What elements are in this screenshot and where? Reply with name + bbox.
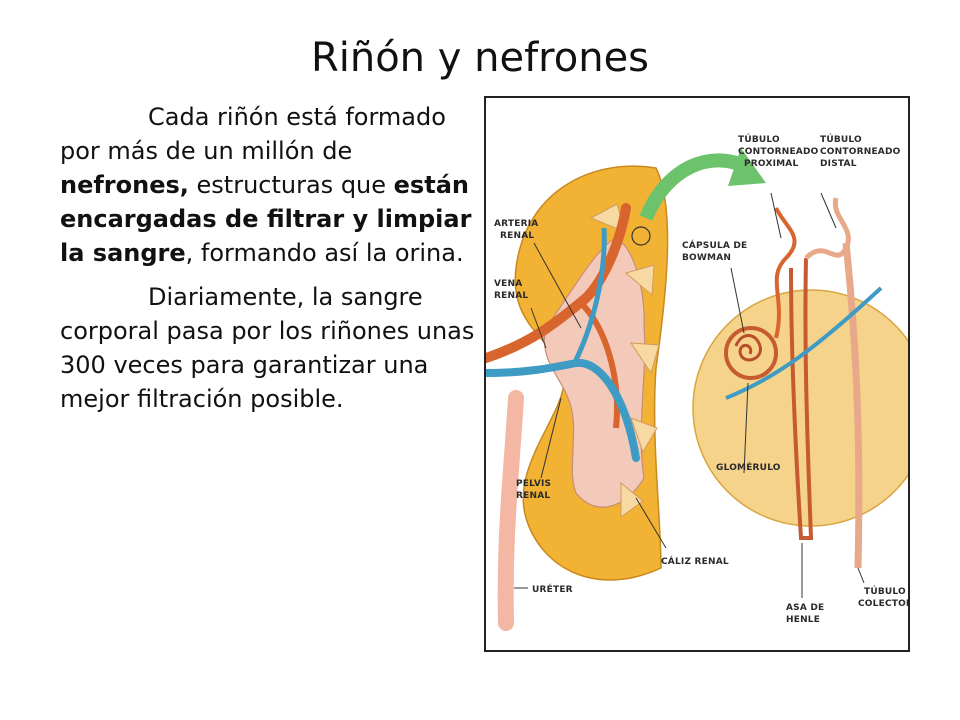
label-vena-2: RENAL bbox=[494, 291, 528, 301]
label-capsula-1: CÁPSULA DE bbox=[682, 239, 747, 251]
label-tubulo-distal-1: TÚBULO bbox=[820, 133, 862, 145]
zoom-arrow bbox=[639, 153, 752, 221]
kidney-nephron-diagram: ARTERIA RENAL VENA RENAL PELVIS RENAL UR… bbox=[484, 96, 910, 652]
bowman-capsule bbox=[724, 326, 778, 380]
nephron-detail-circle bbox=[692, 289, 908, 527]
slide-body: Cada riñón está formado por más de un mi… bbox=[60, 100, 480, 426]
paragraph-nefrones: Cada riñón está formado por más de un mi… bbox=[60, 100, 480, 270]
label-arteria-1: ARTERIA bbox=[494, 219, 538, 229]
collecting-tubule bbox=[842, 242, 863, 569]
glomerulus bbox=[734, 334, 762, 362]
label-tubulo-proximal-3: PROXIMAL bbox=[744, 159, 798, 169]
proximal-tubule bbox=[774, 207, 797, 339]
label-tubulo-proximal-1: TÚBULO bbox=[738, 133, 780, 145]
renal-calyces bbox=[589, 203, 660, 518]
label-tubulo-proximal-2: CONTORNEADO bbox=[738, 147, 819, 157]
vein-branch bbox=[573, 227, 607, 362]
label-vena-1: VENA bbox=[494, 279, 522, 289]
label-asa-henle-1: ASA DE bbox=[786, 603, 824, 613]
label-asa-henle-2: HENLE bbox=[786, 615, 820, 625]
nephron-highlight-circle bbox=[631, 226, 651, 246]
label-arteria-2: RENAL bbox=[500, 231, 534, 241]
renal-vein bbox=[486, 358, 640, 462]
zoom-arrow-head bbox=[728, 148, 766, 186]
paragraph1-bold-function: están encargadas de filtrar y limpiar la… bbox=[60, 171, 472, 267]
renal-artery bbox=[486, 203, 631, 363]
ureter bbox=[497, 390, 524, 631]
label-colector-1: TÚBULO bbox=[864, 585, 906, 597]
paragraph-diariamente: Diariamente, la sangre corporal pasa por… bbox=[60, 283, 475, 413]
label-pelvis-1: PELVIS bbox=[516, 479, 551, 489]
slide-title: Riñón y nefrones bbox=[310, 35, 650, 81]
paragraph1-text-2: estructuras que bbox=[188, 171, 394, 199]
paragraph1-text-3: , formando así la orina. bbox=[185, 239, 464, 267]
paragraph1-bold-nefrones: nefrones, bbox=[60, 171, 189, 199]
label-caliz-renal: CÁLIZ RENAL bbox=[661, 555, 729, 567]
artery-branch bbox=[578, 300, 620, 429]
label-pelvis-2: RENAL bbox=[516, 491, 550, 501]
label-tubulo-distal-2: CONTORNEADO bbox=[820, 147, 901, 157]
paragraph1-text-1: Cada riñón está formado por más de un mi… bbox=[60, 103, 446, 165]
label-leaders bbox=[514, 192, 865, 598]
label-colector-2: COLECTOR bbox=[858, 599, 908, 609]
label-ureter: URÉTER bbox=[532, 583, 573, 595]
diagram-svg: ARTERIA RENAL VENA RENAL PELVIS RENAL UR… bbox=[486, 133, 908, 631]
label-tubulo-distal-3: DISTAL bbox=[820, 159, 857, 169]
peritubular-vessel bbox=[725, 286, 883, 400]
label-capsula-2: BOWMAN bbox=[682, 253, 731, 263]
label-glomerulo: GLOMÉRULO bbox=[716, 461, 781, 473]
